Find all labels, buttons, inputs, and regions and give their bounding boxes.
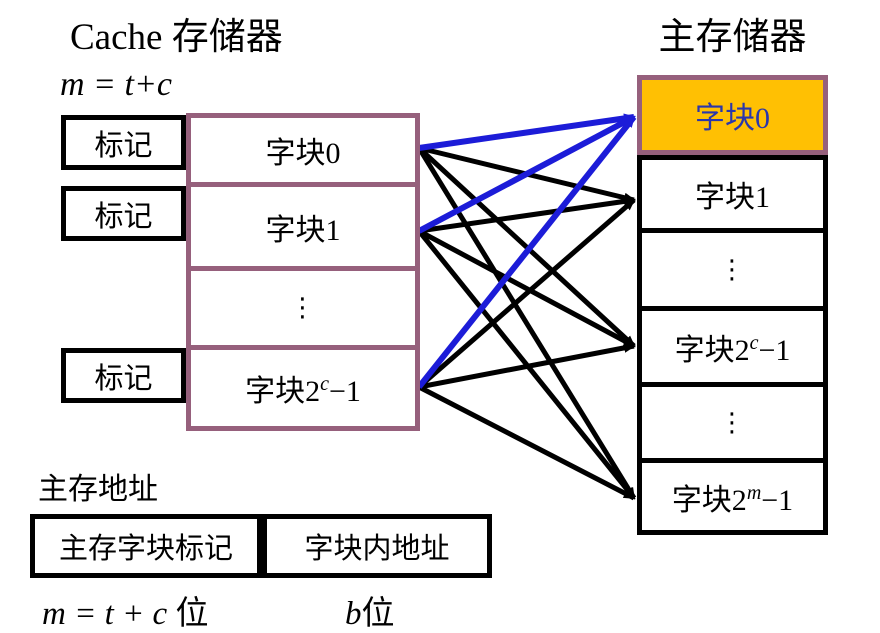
offset-bits-annotation: b位 bbox=[345, 596, 395, 632]
cache-block-row-ellipsis: ⋮ bbox=[191, 271, 415, 350]
mapping-line-black bbox=[417, 228, 636, 349]
tag-bits-annotation: m = t + c 位 bbox=[42, 596, 209, 632]
main-address-label: 主存地址 bbox=[38, 473, 158, 506]
main-memory-block-2m-1: 字块2m−1 bbox=[642, 463, 823, 530]
cache-tag-box-2: 标记 bbox=[61, 348, 186, 403]
address-offset-field: 字块内地址 bbox=[262, 514, 492, 578]
vertical-ellipsis: ⋮ bbox=[289, 293, 317, 323]
address-tag-field: 主存字块标记 bbox=[30, 514, 262, 578]
mapping-line-black bbox=[417, 198, 636, 389]
main-memory-block-2c-1: 字块2c−1 bbox=[642, 311, 823, 387]
tag-label: 标记 bbox=[94, 129, 153, 162]
main-block-label: 字块1 bbox=[695, 181, 770, 214]
cache-block-label: 字块0 bbox=[265, 137, 341, 170]
cache-tag-box-1: 标记 bbox=[61, 186, 186, 241]
cache-tag-box-0: 标记 bbox=[61, 115, 186, 170]
mapping-line-black bbox=[418, 145, 636, 203]
mapping-line-black bbox=[417, 229, 636, 500]
tag-label: 标记 bbox=[94, 200, 153, 233]
mapping-line-black bbox=[418, 196, 636, 234]
cache-block-column: 字块0 字块1 ⋮ 字块2c−1 bbox=[186, 113, 420, 431]
mapping-line-blue bbox=[417, 114, 636, 234]
cache-block-row-1: 字块1 bbox=[191, 187, 415, 271]
mapping-line-black bbox=[417, 384, 636, 501]
main-block-label: 字块2m−1 bbox=[671, 481, 794, 517]
main-address-box: 主存字块标记 字块内地址 bbox=[30, 514, 492, 578]
cache-block-label: 字块1 bbox=[265, 213, 341, 247]
cache-block-row-last: 字块2c−1 bbox=[191, 350, 415, 426]
mapping-line-black bbox=[417, 146, 636, 348]
cache-block-label: 字块2c−1 bbox=[245, 373, 361, 408]
tag-label: 标记 bbox=[94, 362, 153, 395]
main-block-label: 字块2c−1 bbox=[674, 331, 791, 367]
cache-block-row-0: 字块0 bbox=[191, 118, 415, 187]
cache-address-formula: m = t+c bbox=[60, 66, 172, 103]
main-memory-block-0-highlighted: 字块0 bbox=[637, 75, 828, 155]
main-memory-title: 主存储器 bbox=[658, 17, 807, 58]
mapping-line-black bbox=[418, 342, 636, 390]
mapping-line-blue bbox=[416, 115, 637, 389]
mapping-line-black bbox=[416, 146, 637, 500]
main-block-label: 字块0 bbox=[695, 102, 770, 135]
mapping-line-blue bbox=[418, 113, 636, 151]
main-memory-column: 字块1 ⋮ 字块2c−1 ⋮ 字块2m−1 bbox=[637, 155, 828, 535]
main-memory-ellipsis-2: ⋮ bbox=[642, 387, 823, 463]
cache-title: Cache 存储器 bbox=[70, 17, 283, 58]
main-memory-ellipsis-1: ⋮ bbox=[642, 233, 823, 311]
main-memory-block-1: 字块1 bbox=[642, 160, 823, 233]
vertical-ellipsis: ⋮ bbox=[719, 254, 746, 285]
vertical-ellipsis: ⋮ bbox=[719, 407, 746, 438]
